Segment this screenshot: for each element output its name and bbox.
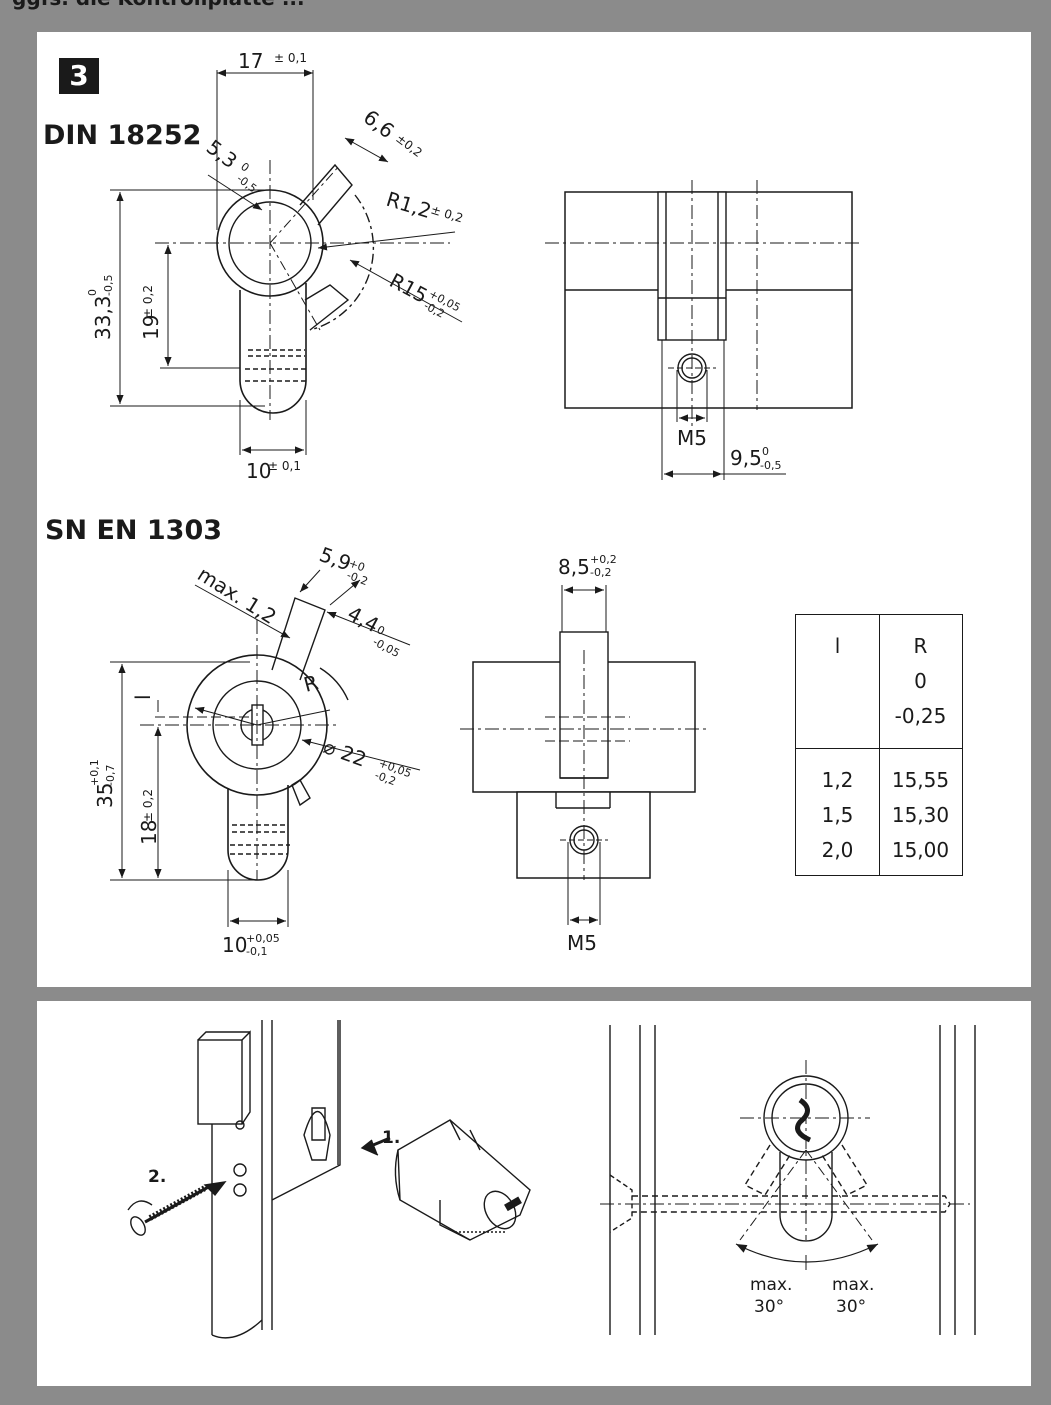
svg-text:+0,1: +0,1 xyxy=(88,759,101,786)
svg-text:8,5: 8,5 xyxy=(558,555,590,579)
svg-text:-0,5: -0,5 xyxy=(760,459,781,472)
svg-text:6,6: 6,6 xyxy=(359,105,399,143)
din-side-view xyxy=(545,180,860,480)
figure-number-badge: 3 xyxy=(59,58,99,94)
svg-text:± 0,2: ± 0,2 xyxy=(141,285,155,318)
svg-text:-0,7: -0,7 xyxy=(104,765,117,786)
svg-text:0: 0 xyxy=(238,160,251,175)
table-row-r: 15,55 xyxy=(891,768,950,792)
table-header-l: l xyxy=(834,634,841,658)
step-1-label: 1. xyxy=(382,1128,400,1148)
svg-text:9,5: 9,5 xyxy=(730,446,762,470)
angle-right-label: 30° xyxy=(836,1297,866,1317)
svg-text:10: 10 xyxy=(246,459,271,483)
sn-m5-label: M5 xyxy=(567,931,597,955)
svg-text:0: 0 xyxy=(86,289,99,296)
svg-text:5,3: 5,3 xyxy=(202,135,242,173)
svg-text:-0,2: -0,2 xyxy=(345,569,370,589)
svg-text:± 0,2: ± 0,2 xyxy=(429,202,465,225)
svg-text:± 0,1: ± 0,1 xyxy=(268,459,301,473)
angle-left-label: 30° xyxy=(754,1297,784,1317)
svg-text:-0,5: -0,5 xyxy=(102,275,115,296)
svg-text:-0,2: -0,2 xyxy=(590,566,611,579)
svg-text:0: 0 xyxy=(762,445,769,458)
tolerance-table: l R 0 -0,25 1,2 15,55 1,5 15,30 2,0 15,0… xyxy=(795,614,963,876)
din-profile-view xyxy=(110,69,463,455)
table-row-l: 1,2 xyxy=(821,768,854,792)
din-m5-label: M5 xyxy=(677,426,707,450)
svg-text:± 0,1: ± 0,1 xyxy=(274,51,307,65)
svg-text:35: 35 xyxy=(93,783,117,808)
svg-text:max. 1,2: max. 1,2 xyxy=(193,562,280,629)
max-right-label: max. xyxy=(832,1275,874,1295)
svg-text:+0,05: +0,05 xyxy=(246,932,280,945)
din-dim-17: 17 xyxy=(238,49,263,73)
svg-text:R1,2: R1,2 xyxy=(384,187,435,223)
max-left-label: max. xyxy=(750,1275,792,1295)
svg-text:R: R xyxy=(301,670,321,697)
table-header-r: R xyxy=(913,634,928,658)
top-strip: ggfs. die Kontrollplatte ... xyxy=(0,0,1051,32)
table-row-r: 15,30 xyxy=(891,803,950,827)
table-row-l: 2,0 xyxy=(821,838,854,862)
table-header-r-tol-up: 0 xyxy=(914,669,927,693)
table-header-r-tol-dn: -0,25 xyxy=(894,704,947,728)
table-row-l: 1,5 xyxy=(821,803,854,827)
svg-text:+0: +0 xyxy=(347,557,367,575)
cut-off-heading: ggfs. die Kontrollplatte ... xyxy=(12,0,305,10)
svg-text:⌀ 22: ⌀ 22 xyxy=(320,734,369,772)
svg-text:-0,1: -0,1 xyxy=(246,945,267,958)
svg-text:18: 18 xyxy=(137,820,161,845)
installation-illustration xyxy=(37,1001,1031,1386)
svg-text:33,3: 33,3 xyxy=(91,295,115,340)
din-18252-title: DIN 18252 xyxy=(43,120,202,151)
svg-text:19: 19 xyxy=(139,315,163,340)
sn-side-view xyxy=(460,585,710,925)
sn-profile-view xyxy=(110,569,421,927)
svg-text:10: 10 xyxy=(222,933,247,957)
svg-text:± 0,2: ± 0,2 xyxy=(141,789,155,822)
step-2-label: 2. xyxy=(148,1167,166,1187)
svg-text:+0,2: +0,2 xyxy=(590,553,617,566)
svg-text:-0,05: -0,05 xyxy=(371,635,402,660)
sn-en-1303-title: SN EN 1303 xyxy=(45,515,223,546)
svg-text:±0,2: ±0,2 xyxy=(393,131,425,160)
svg-text:l: l xyxy=(131,694,155,700)
table-row-r: 15,00 xyxy=(891,838,950,862)
